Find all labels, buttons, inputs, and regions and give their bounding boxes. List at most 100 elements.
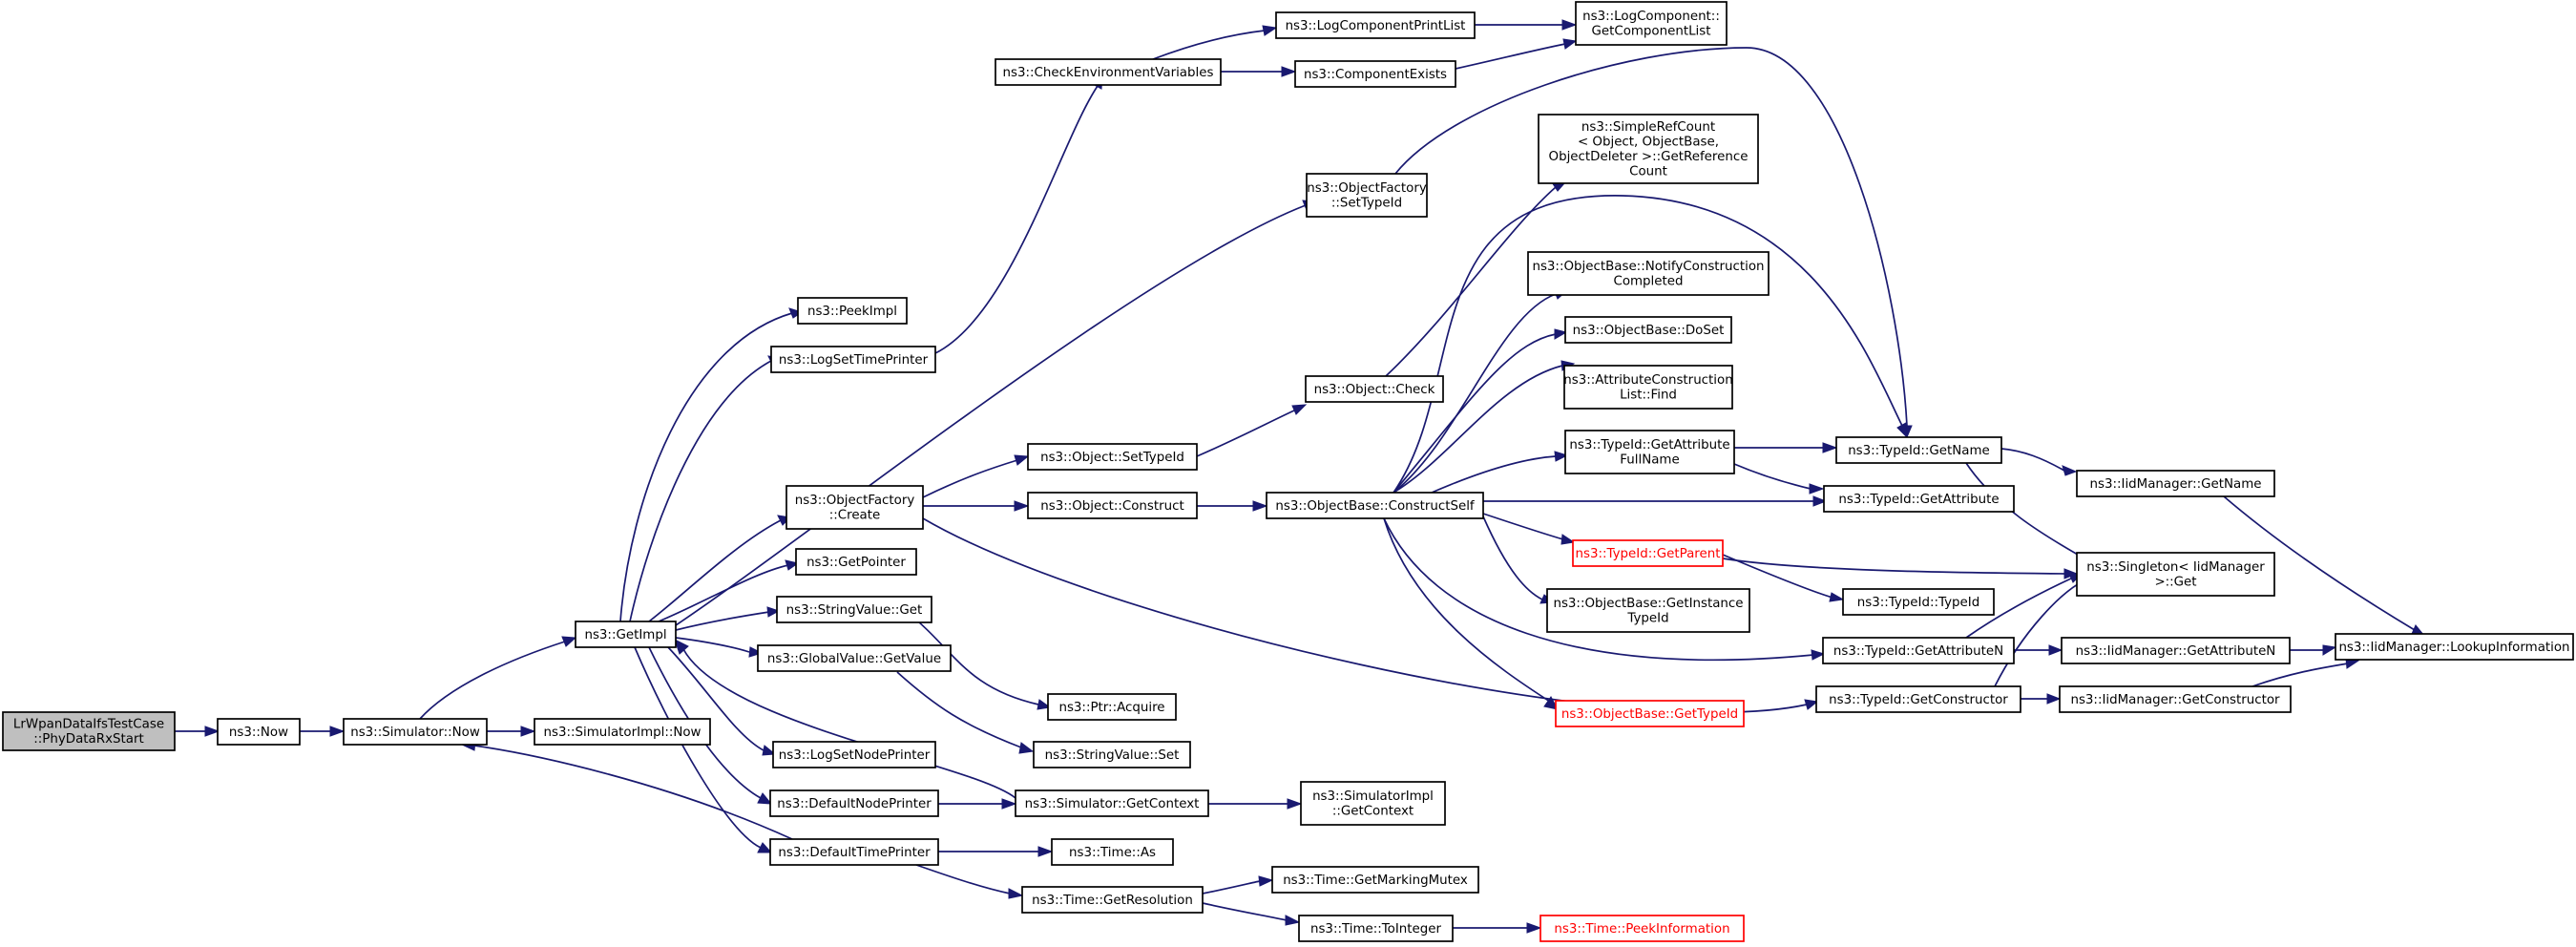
- node-now[interactable]: ns3::Now: [217, 718, 301, 746]
- call-edge-arrowhead: [1896, 422, 1908, 439]
- node-time-getres[interactable]: ns3::Time::GetResolution: [1021, 886, 1204, 914]
- node-obj-check[interactable]: ns3::Object::Check: [1305, 375, 1444, 403]
- node-label: ns3::ObjectBase::DoSet: [1573, 324, 1725, 338]
- node-label: ns3::Object::Check: [1314, 383, 1435, 397]
- node-box: [2061, 637, 2291, 664]
- node-log-set-time[interactable]: ns3::LogSetTimePrinter: [770, 346, 936, 373]
- node-time-tointeger[interactable]: ns3::Time::ToInteger: [1298, 915, 1454, 942]
- call-edge: [473, 745, 793, 840]
- node-box: [1564, 430, 1735, 474]
- node-peek-impl[interactable]: ns3::PeekImpl: [797, 297, 908, 325]
- node-ptr-acquire[interactable]: ns3::Ptr::Acquire: [1047, 693, 1177, 721]
- node-log-set-node[interactable]: ns3::LogSetNodePrinter: [772, 741, 936, 768]
- call-edge: [648, 519, 782, 622]
- node-box: [1815, 685, 2021, 713]
- node-label: ObjectDeleter >::GetReference: [1549, 150, 1749, 164]
- node-time-peekinfo[interactable]: ns3::Time::PeekInformation: [1539, 915, 1745, 942]
- call-edge-arrowhead: [1560, 534, 1576, 545]
- node-iid-getconstructor[interactable]: ns3::IidManager::GetConstructor: [2059, 685, 2292, 713]
- node-sim-getcontext[interactable]: ns3::Simulator::GetContext: [1015, 789, 1209, 817]
- node-default-time[interactable]: ns3::DefaultTimePrinter: [769, 838, 939, 866]
- node-label: ns3::Simulator::Now: [350, 726, 480, 740]
- node-sv-set[interactable]: ns3::StringValue::Set: [1033, 741, 1191, 768]
- node-obj-set-typeid[interactable]: ns3::Object::SetTypeId: [1027, 443, 1198, 471]
- node-get-component-list[interactable]: ns3::LogComponent::GetComponentList: [1575, 1, 1728, 46]
- call-edge-arrowhead: [2322, 644, 2337, 656]
- node-box: [1823, 485, 2015, 513]
- node-box: [1027, 492, 1198, 519]
- node-default-node[interactable]: ns3::DefaultNodePrinter: [769, 789, 939, 817]
- node-singleton-get[interactable]: ns3::Singleton< IidManager >::Get: [2076, 552, 2275, 597]
- node-box: [1051, 838, 1174, 866]
- node-label: ns3::LogSetTimePrinter: [779, 353, 929, 368]
- node-iid-lookup[interactable]: ns3::IidManager::LookupInformation: [2335, 633, 2574, 661]
- node-box: [1527, 251, 1770, 296]
- node-ob-constructself[interactable]: ns3::ObjectBase::ConstructSelf: [1266, 492, 1484, 519]
- node-ob-doset[interactable]: ns3::ObjectBase::DoSet: [1564, 316, 1732, 344]
- call-edge-arrowhead: [748, 646, 764, 658]
- node-label: < Object, ObjectBase,: [1578, 136, 1719, 150]
- node-get-pointer[interactable]: ns3::GetPointer: [795, 548, 917, 576]
- node-label: ns3::PeekImpl: [807, 305, 897, 319]
- node-box: [1538, 114, 1759, 184]
- node-of-set-typeid[interactable]: ns3::ObjectFactory::SetTypeId: [1306, 173, 1428, 218]
- call-edge: [1722, 558, 2065, 575]
- call-edge-arrowhead: [1252, 500, 1268, 512]
- call-edge: [2000, 448, 2065, 472]
- call-edge-arrowhead: [1812, 495, 1828, 507]
- node-tid-getconstructor[interactable]: ns3::TypeId::GetConstructor: [1815, 685, 2021, 713]
- node-log-print-list[interactable]: ns3::LogComponentPrintList: [1275, 11, 1476, 39]
- node-label: Completed: [1613, 275, 1683, 289]
- node-iid-getattributen[interactable]: ns3::IidManager::GetAttributeN: [2061, 637, 2291, 664]
- node-of-create[interactable]: ns3::ObjectFactory::Create: [785, 485, 924, 530]
- node-box: [2059, 685, 2292, 713]
- node-ob-gettypeid[interactable]: ns3::ObjectBase::GetTypeId: [1555, 700, 1745, 727]
- node-time-getmarking[interactable]: ns3::Time::GetMarkingMutex: [1271, 866, 1479, 894]
- node-time-as[interactable]: ns3::Time::As: [1051, 838, 1174, 866]
- node-tid-getattributen[interactable]: ns3::TypeId::GetAttributeN: [1822, 637, 2015, 664]
- call-edge-arrowhead: [1287, 798, 1303, 810]
- node-label: ns3::ObjectFactory: [1307, 181, 1427, 196]
- node-root[interactable]: LrWpanDataIfsTestCase::PhyDataRxStart: [2, 711, 176, 751]
- node-sv-get[interactable]: ns3::StringValue::Get: [776, 596, 932, 623]
- node-tid-getparent[interactable]: ns3::TypeId::GetParent: [1572, 539, 1724, 567]
- node-component-exists[interactable]: ns3::ComponentExists: [1294, 60, 1456, 88]
- node-label: ns3::TypeId::GetParent: [1576, 547, 1721, 561]
- node-label: ns3::GetPointer: [806, 556, 906, 570]
- node-simimpl-getcontext[interactable]: ns3::SimulatorImpl::GetContext: [1300, 781, 1446, 826]
- call-edge-arrowhead: [762, 745, 777, 756]
- node-simimpl-now[interactable]: ns3::SimulatorImpl::Now: [534, 718, 711, 746]
- node-check-env[interactable]: ns3::CheckEnvironmentVariables: [995, 58, 1222, 86]
- node-label: ns3::ObjectFactory: [795, 494, 915, 508]
- node-tid-getname[interactable]: ns3::TypeId::GetName: [1835, 436, 2002, 464]
- node-box: [534, 718, 711, 746]
- node-label: >::Get: [2154, 576, 2196, 590]
- node-label: ns3::Object::SetTypeId: [1040, 451, 1184, 465]
- node-get-impl[interactable]: ns3::GetImpl: [575, 621, 677, 648]
- node-tid-typeid[interactable]: ns3::TypeId::TypeId: [1842, 588, 1995, 616]
- node-label: ::GetContext: [1332, 805, 1414, 819]
- node-label: ns3::IidManager::GetAttributeN: [2076, 644, 2276, 659]
- node-gv-getvalue[interactable]: ns3::GlobalValue::GetValue: [757, 644, 952, 672]
- call-edge: [1393, 293, 1557, 494]
- node-ob-notify[interactable]: ns3::ObjectBase::NotifyConstructionCompl…: [1527, 251, 1770, 296]
- node-label: ns3::IidManager::LookupInformation: [2338, 641, 2569, 655]
- node-iid-getname[interactable]: ns3::IidManager::GetName: [2076, 470, 2275, 497]
- call-edge: [682, 648, 1016, 799]
- call-edge-arrowhead: [1561, 19, 1578, 31]
- node-obj-construct[interactable]: ns3::Object::Construct: [1027, 492, 1198, 519]
- call-edge: [675, 637, 750, 653]
- call-edge-arrowhead: [1008, 888, 1024, 899]
- node-tid-getattribute[interactable]: ns3::TypeId::GetAttribute: [1823, 485, 2015, 513]
- node-src-getrefcount[interactable]: ns3::SimpleRefCount< Object, ObjectBase,…: [1538, 114, 1759, 184]
- node-sim-now[interactable]: ns3::Simulator::Now: [343, 718, 488, 746]
- call-edge: [915, 864, 1011, 894]
- node-label: ns3::Simulator::GetContext: [1025, 797, 1200, 811]
- call-edge: [1202, 902, 1288, 921]
- call-edge-arrowhead: [204, 726, 220, 737]
